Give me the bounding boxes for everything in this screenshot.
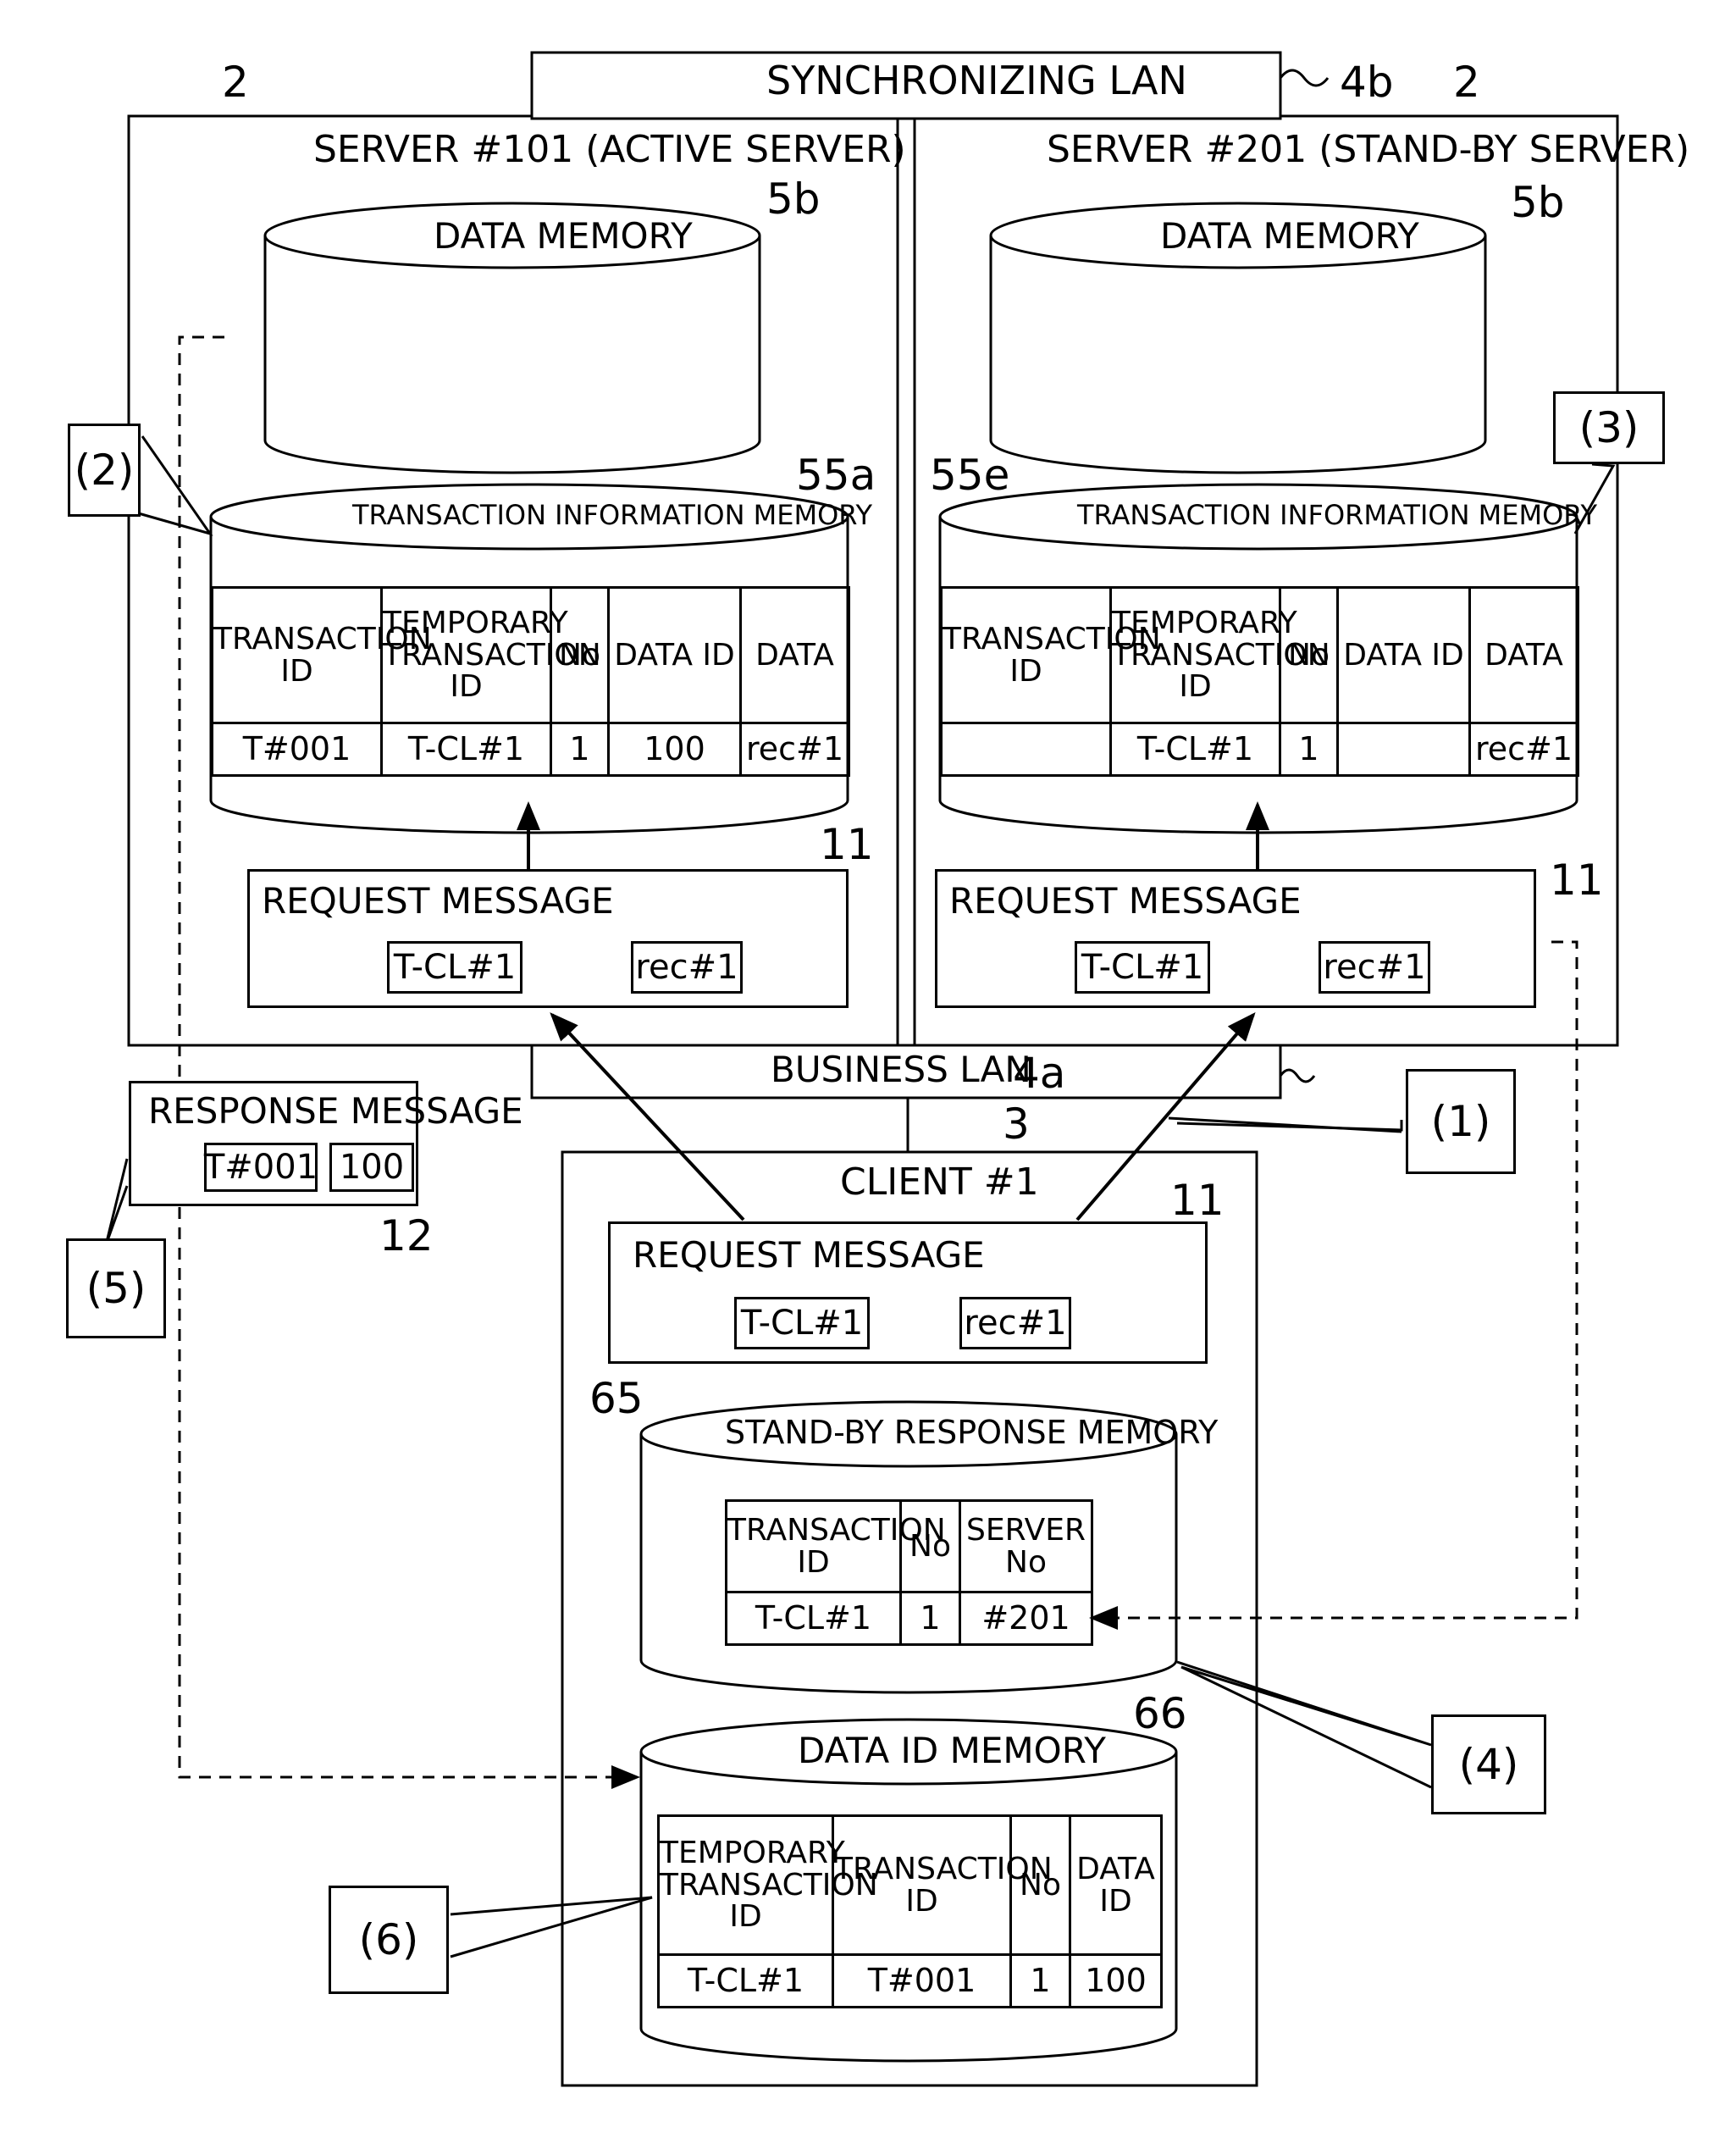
client-ref: 3 bbox=[1003, 1103, 1030, 1145]
txn-header-cell: DATA bbox=[1470, 588, 1578, 723]
data-id-memory-table: TEMPORARY TRANSACTION ID TRANSACTION ID … bbox=[657, 1814, 1160, 2006]
response-label: RESPONSE MESSAGE bbox=[148, 1094, 523, 1129]
client-title: CLIENT #1 bbox=[840, 1164, 1039, 1201]
response-field: T#001 bbox=[204, 1143, 318, 1192]
data-id-cell: T-CL#1 bbox=[659, 1955, 833, 2008]
step-6-callout: (6) bbox=[329, 1886, 449, 1994]
response-field: 100 bbox=[329, 1143, 414, 1192]
step-1-callout: (1) bbox=[1406, 1069, 1516, 1174]
data-id-header-cell: DATA ID bbox=[1070, 1816, 1162, 1955]
data-id-memory-ref: 66 bbox=[1133, 1692, 1187, 1735]
standby-cell: #201 bbox=[960, 1592, 1092, 1645]
active-request-message: REQUEST MESSAGE T-CL#1 rec#1 bbox=[247, 869, 849, 1008]
txn-header-cell: DATA bbox=[741, 588, 849, 723]
standby-txn-memory-label: TRANSACTION INFORMATION MEMORY bbox=[1077, 501, 1597, 529]
client-request-field: rec#1 bbox=[959, 1297, 1071, 1349]
standby-txn-memory-ref: 55e bbox=[930, 454, 1009, 496]
ref-tilde-4b bbox=[1280, 70, 1328, 86]
data-id-memory-label: DATA ID MEMORY bbox=[798, 1733, 1106, 1769]
data-id-cell: T#001 bbox=[833, 1955, 1011, 2008]
step-4-callout: (4) bbox=[1431, 1714, 1546, 1814]
standby-request-label: REQUEST MESSAGE bbox=[949, 883, 1302, 919]
data-id-cell: 100 bbox=[1070, 1955, 1162, 2008]
standby-memory-label: STAND-BY RESPONSE MEMORY bbox=[725, 1416, 1218, 1448]
standby-request-field: rec#1 bbox=[1319, 941, 1430, 994]
txn-cell: T#001 bbox=[213, 723, 382, 776]
txn-cell bbox=[1338, 723, 1470, 776]
ref-tilde-4a bbox=[1280, 1070, 1314, 1082]
step5-leader bbox=[106, 1159, 127, 1245]
txn-cell bbox=[942, 723, 1111, 776]
standby-cell: 1 bbox=[901, 1592, 960, 1645]
active-txn-table: TRANSACTION ID TEMPORARY TRANSACTION ID … bbox=[211, 586, 848, 774]
data-id-cell: 1 bbox=[1011, 1955, 1070, 2008]
standby-request-message: REQUEST MESSAGE T-CL#1 rec#1 bbox=[935, 869, 1536, 1008]
response-message: RESPONSE MESSAGE T#001 100 bbox=[129, 1081, 418, 1206]
active-server-title: SERVER #101 (ACTIVE SERVER) bbox=[313, 131, 906, 169]
active-data-memory-ref: 5b bbox=[766, 178, 821, 220]
step-2-callout: (2) bbox=[68, 424, 141, 517]
active-server-ref: 2 bbox=[222, 61, 249, 103]
txn-cell: rec#1 bbox=[741, 723, 849, 776]
active-request-field: T-CL#1 bbox=[387, 941, 522, 994]
sync-lan-ref: 4b bbox=[1340, 61, 1394, 103]
active-data-memory-label: DATA MEMORY bbox=[434, 219, 693, 254]
standby-txn-table: TRANSACTION ID TEMPORARY TRANSACTION ID … bbox=[940, 586, 1577, 774]
txn-cell: T-CL#1 bbox=[1111, 723, 1280, 776]
txn-cell: 1 bbox=[1280, 723, 1338, 776]
standby-data-memory-ref: 5b bbox=[1511, 181, 1565, 224]
active-txn-memory-label: TRANSACTION INFORMATION MEMORY bbox=[352, 501, 872, 529]
data-id-header-cell: No bbox=[1011, 1816, 1070, 1955]
active-request-field: rec#1 bbox=[631, 941, 743, 994]
active-request-label: REQUEST MESSAGE bbox=[262, 883, 614, 919]
standby-request-ref: 11 bbox=[1550, 859, 1604, 901]
txn-header-cell: TEMPORARY TRANSACTION ID bbox=[1111, 588, 1280, 723]
standby-server-ref: 2 bbox=[1453, 61, 1480, 103]
standby-header-cell: SERVER No bbox=[960, 1501, 1092, 1592]
txn-header-cell: TRANSACTION ID bbox=[942, 588, 1111, 723]
client-request-ref: 11 bbox=[1170, 1179, 1225, 1221]
active-request-ref: 11 bbox=[820, 823, 874, 866]
standby-memory-table: TRANSACTION ID No SERVER No T-CL#1 1 #20… bbox=[725, 1499, 1091, 1643]
txn-cell: 100 bbox=[609, 723, 741, 776]
txn-cell: rec#1 bbox=[1470, 723, 1578, 776]
data-id-header-cell: TEMPORARY TRANSACTION ID bbox=[659, 1816, 833, 1955]
standby-memory-ref: 65 bbox=[589, 1377, 644, 1420]
standby-data-memory-label: DATA MEMORY bbox=[1160, 219, 1419, 254]
txn-header-cell: TRANSACTION ID bbox=[213, 588, 382, 723]
txn-cell: T-CL#1 bbox=[382, 723, 551, 776]
client-request-field: T-CL#1 bbox=[734, 1297, 870, 1349]
standby-header-cell: TRANSACTION ID bbox=[727, 1501, 901, 1592]
txn-header-cell: DATA ID bbox=[609, 588, 741, 723]
client-request-label: REQUEST MESSAGE bbox=[633, 1238, 985, 1273]
standby-server-title: SERVER #201 (STAND-BY SERVER) bbox=[1047, 131, 1689, 169]
txn-header-cell: DATA ID bbox=[1338, 588, 1470, 723]
standby-cell: T-CL#1 bbox=[727, 1592, 901, 1645]
step-5-callout: (5) bbox=[66, 1238, 166, 1338]
standby-request-field: T-CL#1 bbox=[1075, 941, 1210, 994]
sync-lan-label: SYNCHRONIZING LAN bbox=[766, 61, 1187, 100]
active-txn-memory-ref: 55a bbox=[796, 454, 876, 496]
txn-header-cell: TEMPORARY TRANSACTION ID bbox=[382, 588, 551, 723]
business-lan-ref: 4a bbox=[1013, 1052, 1065, 1094]
business-lan-label: BUSINESS LAN bbox=[771, 1052, 1031, 1088]
txn-cell: 1 bbox=[551, 723, 609, 776]
response-ref: 12 bbox=[379, 1215, 434, 1257]
step-3-callout: (3) bbox=[1553, 391, 1665, 464]
client-request-message: REQUEST MESSAGE T-CL#1 rec#1 bbox=[608, 1221, 1208, 1364]
data-id-header-cell: TRANSACTION ID bbox=[833, 1816, 1011, 1955]
